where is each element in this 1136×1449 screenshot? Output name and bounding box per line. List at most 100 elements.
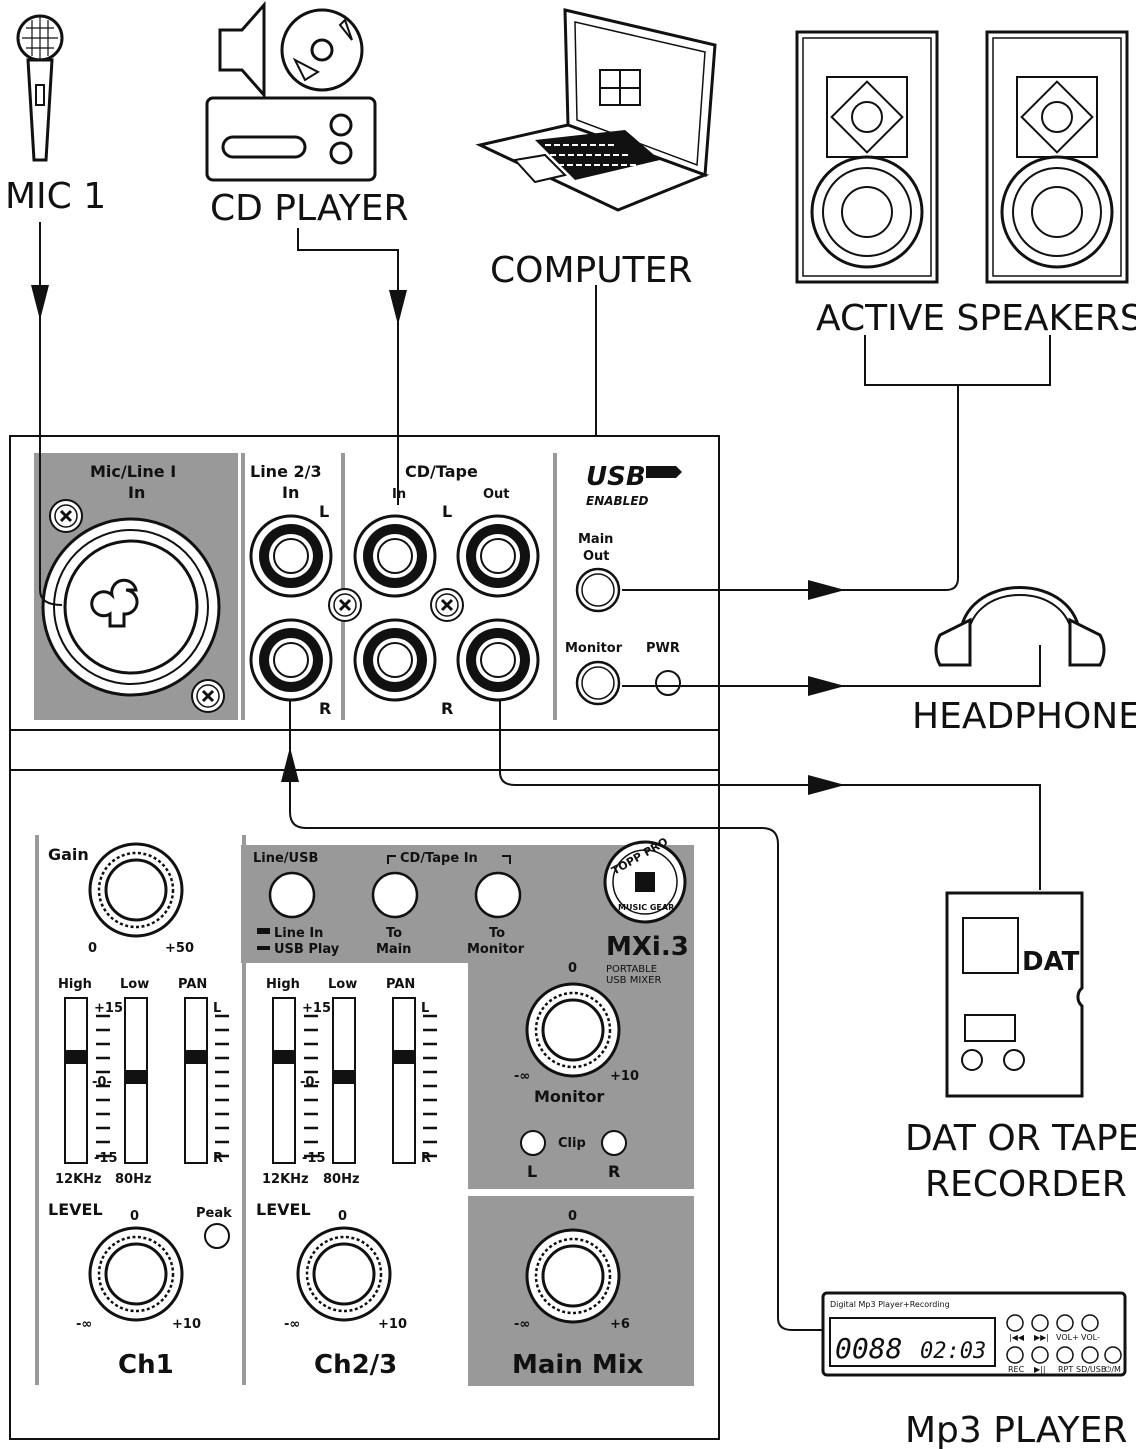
mp3-vol-up-button[interactable] (1056, 1314, 1074, 1332)
ch23-low-thumb[interactable] (332, 1070, 356, 1084)
xlr-combo-jack[interactable] (41, 517, 221, 697)
line-in-label: Line In (274, 926, 323, 941)
ch23-level-knob[interactable] (296, 1226, 392, 1322)
mic-line-label: Mic/Line I (90, 462, 176, 481)
mp3-sd-usb-button[interactable] (1081, 1346, 1099, 1364)
ch23-high-slider[interactable] (272, 997, 296, 1164)
mp3-label: Mp3 PLAYER (905, 1410, 1127, 1449)
cd-in-label: In (392, 487, 406, 502)
brand2-label: MUSIC GEAR (618, 903, 674, 912)
ch1-level-knob[interactable] (88, 1226, 184, 1322)
screw-icon (429, 587, 465, 623)
line23-r-label: R (319, 699, 331, 718)
ch23-hz-label: 80Hz (323, 1172, 360, 1187)
clip-l-led (520, 1130, 546, 1156)
ch23-high-thumb[interactable] (272, 1050, 296, 1064)
model-label: MXi.3 (606, 932, 689, 962)
main-out-label-2: Out (583, 549, 610, 564)
switch-down-icon (257, 946, 270, 950)
usb-plug-icon (646, 466, 682, 478)
to-main-label: Main (376, 942, 411, 957)
main-mix-knob[interactable] (525, 1228, 621, 1324)
gain-knob[interactable] (88, 842, 184, 938)
ch1-hz-label: 80Hz (115, 1172, 152, 1187)
ch23-level-label: LEVEL (256, 1200, 311, 1219)
usb-logo: USB (586, 462, 646, 492)
ch23-pan-thumb[interactable] (392, 1050, 416, 1064)
cd-in-r-jack[interactable] (353, 618, 437, 702)
mp3-next-button[interactable] (1031, 1314, 1049, 1332)
ch1-high-thumb[interactable] (64, 1050, 88, 1064)
mic-label: MIC 1 (5, 176, 106, 217)
cable-mp3 (281, 700, 823, 1331)
ch23-pan-l-label: L (421, 1001, 429, 1016)
cd-out-l-jack[interactable] (456, 514, 540, 598)
cd-to-main-switch[interactable] (371, 871, 419, 919)
ch23-pan-slider[interactable] (392, 997, 416, 1164)
main-mix-min: -∞ (514, 1317, 530, 1332)
cd-tape-label: CD/Tape (405, 462, 478, 481)
line23-r-jack[interactable] (249, 618, 333, 702)
clip-label: Clip (558, 1136, 586, 1151)
ch1-m15-label: -15 (94, 1151, 118, 1166)
monitor-zero: 0 (568, 961, 577, 976)
cd-to-monitor-switch[interactable] (474, 871, 522, 919)
monitor-max: +10 (610, 1069, 639, 1084)
mp3-vol-down-button[interactable] (1081, 1314, 1099, 1332)
switch-up-icon (257, 928, 270, 934)
ch1-level-zero: 0 (130, 1209, 139, 1224)
mp3-btn-label: RPT (1058, 1365, 1073, 1374)
mp3-rpt-button[interactable] (1056, 1346, 1074, 1364)
monitor-knob[interactable] (525, 982, 621, 1078)
cable-mic (31, 222, 63, 606)
ch1-pan-label: PAN (178, 977, 207, 992)
main-mix-max: +6 (610, 1317, 630, 1332)
screw-icon (327, 587, 363, 623)
ch23-level-max: +10 (378, 1317, 407, 1332)
ch1-high-slider[interactable] (64, 997, 88, 1164)
ch23-high-label: High (266, 977, 300, 992)
mp3-power-button[interactable] (1104, 1346, 1122, 1364)
line-usb-label: Line/USB (253, 851, 318, 866)
ch1-low-thumb[interactable] (124, 1070, 148, 1084)
cd-out-r-jack[interactable] (456, 618, 540, 702)
mp3-btn-label: |◀◀ (1009, 1333, 1025, 1342)
mp3-btn-label: ▶|| (1034, 1365, 1046, 1374)
main-mix-zero: 0 (568, 1209, 577, 1224)
line-usb-switch[interactable] (268, 871, 316, 919)
line23-l-jack[interactable] (249, 514, 333, 598)
monitor-knob-label: Monitor (534, 1087, 604, 1106)
ch1-khz-label: 12KHz (55, 1172, 102, 1187)
peak-label: Peak (196, 1206, 232, 1221)
cd-in-l-jack[interactable] (353, 514, 437, 598)
pwr-label: PWR (646, 641, 680, 656)
line23-l-label: L (319, 502, 329, 521)
mp3-time-display: 02:03 (920, 1339, 986, 1364)
ch1-pan-thumb[interactable] (184, 1050, 208, 1064)
ch1-low-label: Low (120, 977, 149, 992)
cd-r-label: R (441, 699, 453, 718)
ch1-level-max: +10 (172, 1317, 201, 1332)
model-sub2: USB MIXER (606, 975, 661, 986)
cd-tape-in-label: CD/Tape In (400, 851, 478, 866)
ch23-zero-label: -0- (300, 1075, 320, 1090)
mp3-btn-label: SD/USB (1076, 1365, 1106, 1374)
to-label: To (489, 926, 505, 941)
headphone-label: HEADPHONE (912, 696, 1136, 737)
mp3-rec-button[interactable] (1006, 1346, 1024, 1364)
ch1-pan-slider[interactable] (184, 997, 208, 1164)
cd-player-icon (205, 1, 377, 182)
ch23-pan-r-label: R (421, 1151, 431, 1166)
main-out-label-1: Main (578, 532, 613, 547)
ch1-level-label: LEVEL (48, 1200, 103, 1219)
peak-led (204, 1223, 230, 1249)
mp3-prev-button[interactable] (1006, 1314, 1024, 1332)
monitor-min: -∞ (514, 1069, 530, 1084)
power-led (655, 670, 681, 696)
ch23-p15-label: +15 (302, 1001, 331, 1016)
left-speaker-icon (795, 30, 939, 284)
mp3-play-button[interactable] (1031, 1346, 1049, 1364)
ch1-level-min: -∞ (76, 1317, 92, 1332)
mp3-track-display: 0088 (835, 1332, 902, 1365)
